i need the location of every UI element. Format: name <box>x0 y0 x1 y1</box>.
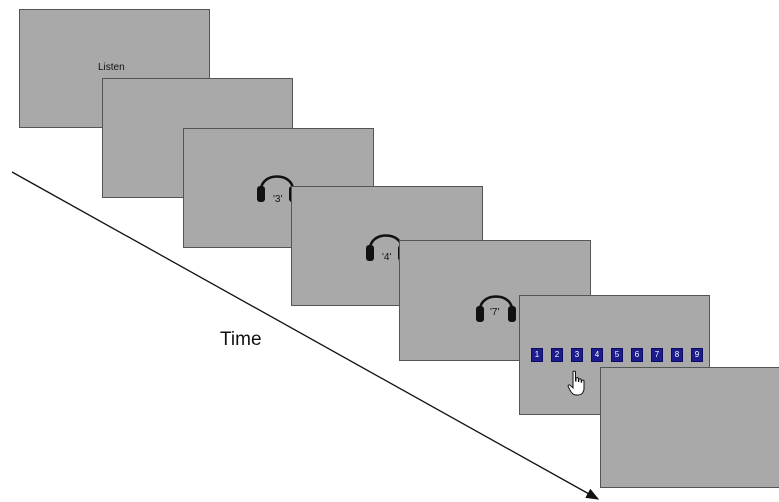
keypad-button-5[interactable]: 5 <box>611 348 623 362</box>
screen-blank-2 <box>600 367 779 488</box>
listen-text: Listen <box>98 62 125 73</box>
keypad-button-1[interactable]: 1 <box>531 348 543 362</box>
spoken-digit: '3' <box>273 194 283 205</box>
time-label: Time <box>220 329 262 350</box>
keypad-button-8[interactable]: 8 <box>671 348 683 362</box>
keypad-button-4[interactable]: 4 <box>591 348 603 362</box>
keypad-button-6[interactable]: 6 <box>631 348 643 362</box>
keypad-button-9[interactable]: 9 <box>691 348 703 362</box>
spoken-digit: '4' <box>382 252 392 263</box>
spoken-digit: '7' <box>490 307 500 318</box>
keypad-button-2[interactable]: 2 <box>551 348 563 362</box>
keypad-button-3[interactable]: 3 <box>571 348 583 362</box>
hand-pointer-icon <box>567 370 585 396</box>
headphones-icon <box>476 295 516 322</box>
keypad-button-7[interactable]: 7 <box>651 348 663 362</box>
